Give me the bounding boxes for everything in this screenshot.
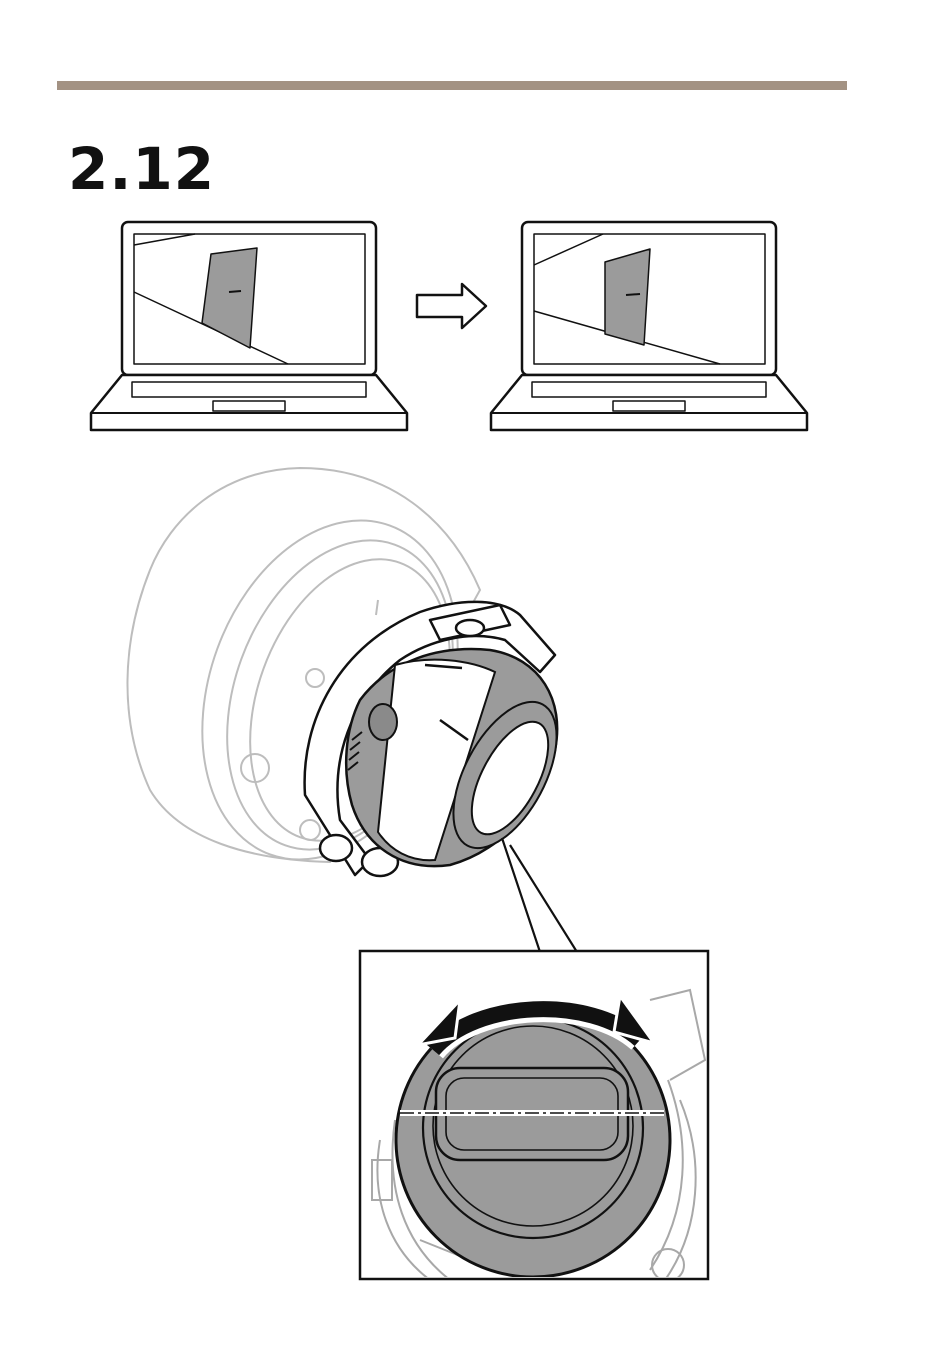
laptop-before <box>91 222 407 430</box>
lens-detail-callout <box>360 951 708 1281</box>
arrow-right-icon <box>417 284 486 328</box>
laptop-after <box>491 222 807 430</box>
camera-dome-mount <box>127 468 577 952</box>
